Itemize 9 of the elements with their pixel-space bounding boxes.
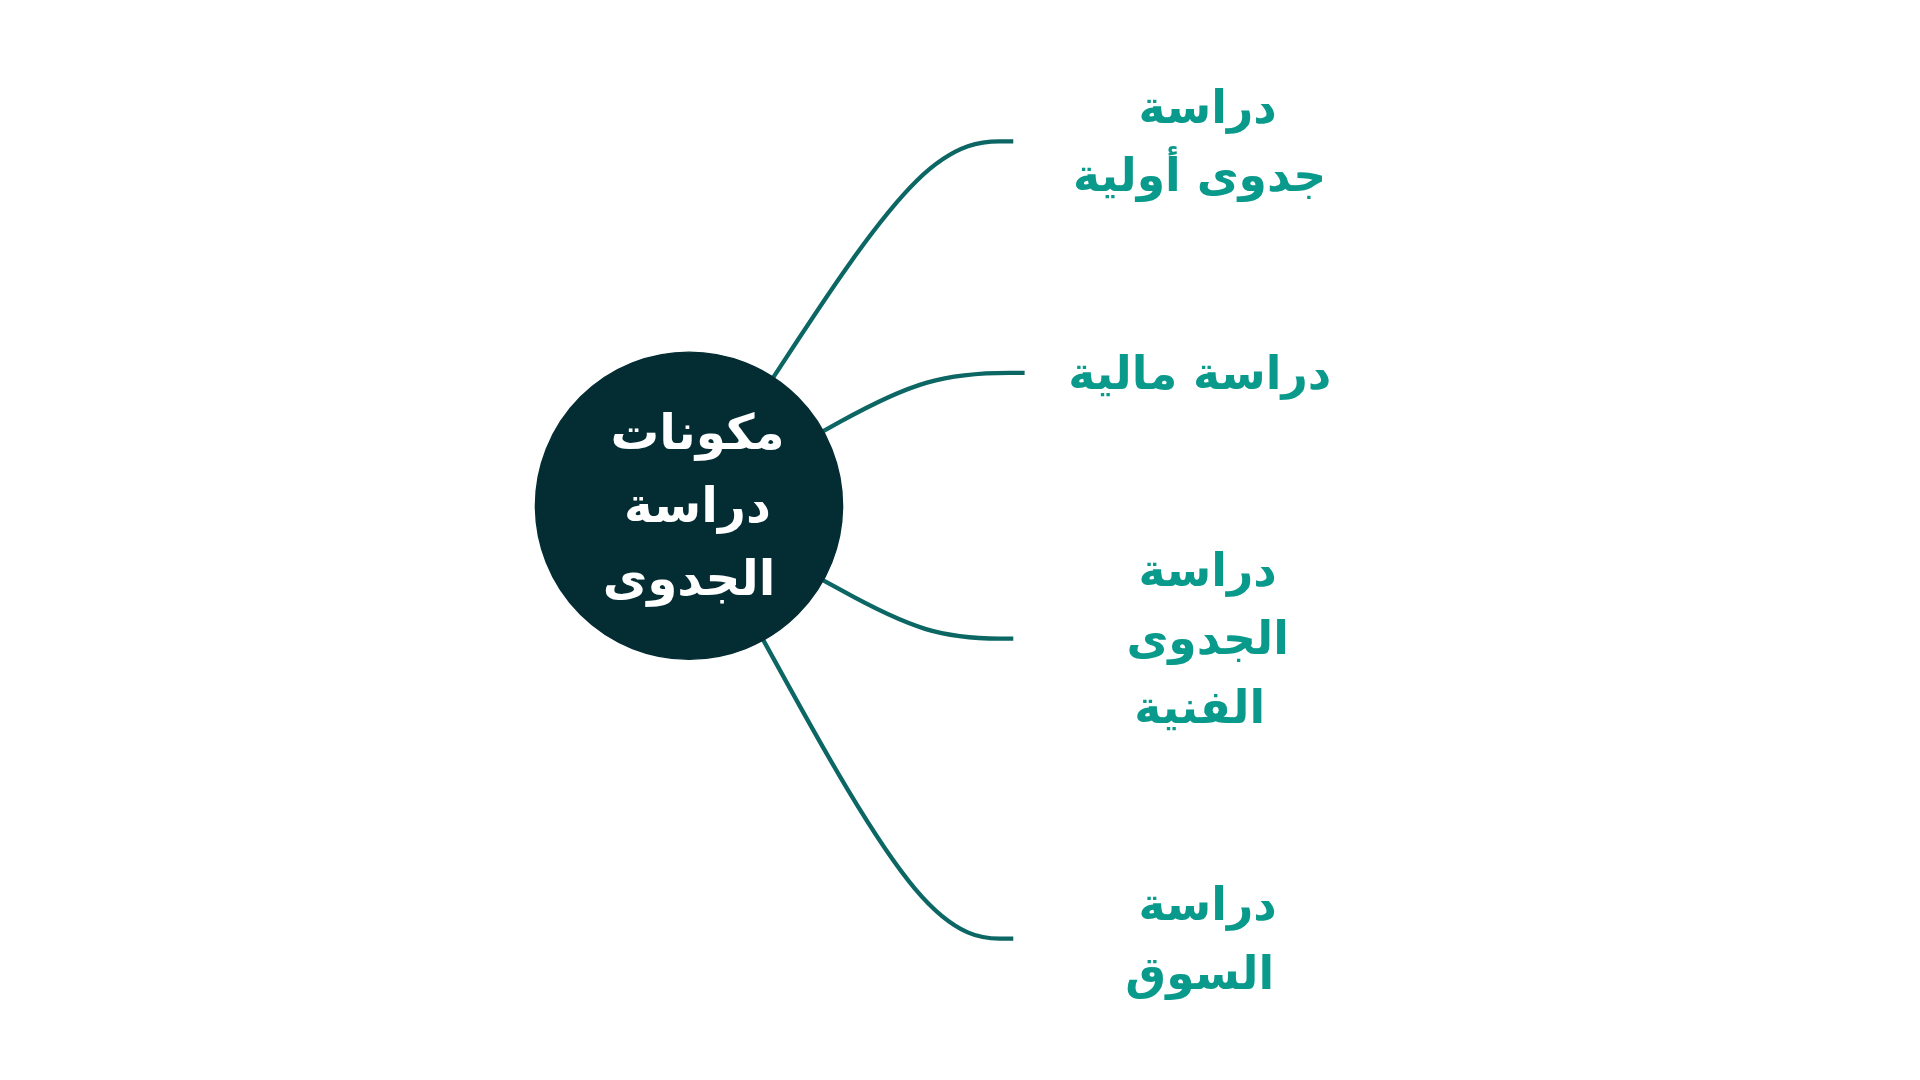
connector (821, 578, 1014, 641)
connector (821, 370, 1025, 434)
connector (761, 639, 1014, 941)
node-text: دراسة جدوى أولية (1072, 80, 1326, 203)
node-circle: مكونات دراسة الجدوى (534, 351, 843, 660)
node-text: دراسة مالية (1067, 345, 1331, 400)
node-text: دراسة الجدوى الفنية (1125, 542, 1289, 735)
node-text: دراسة السوق (1124, 877, 1277, 1000)
connector (771, 139, 1014, 379)
